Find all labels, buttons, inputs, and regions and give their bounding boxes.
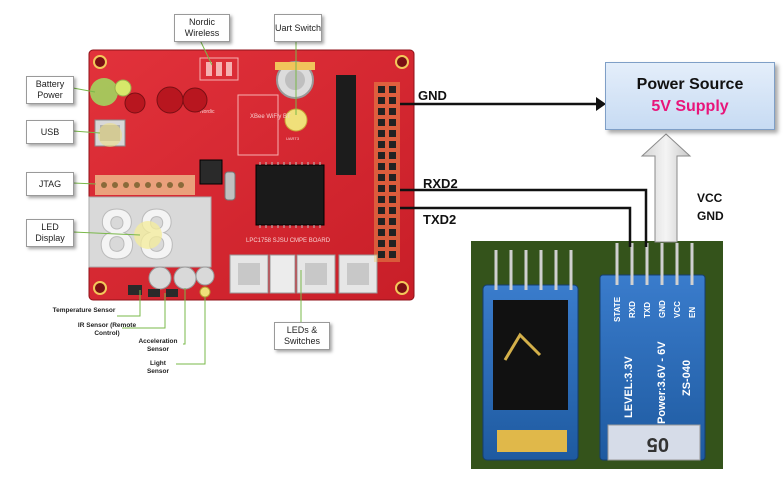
bt-power-text: Power:3.6V - 6V — [656, 341, 668, 424]
lpc1758-chip — [255, 162, 325, 228]
bt-pin-vcc: VCC — [673, 301, 682, 318]
power-source-subtitle: 5V Supply — [651, 98, 729, 115]
jtag-header — [95, 175, 195, 195]
label-acceleration-sensor: Acceleration Sensor — [138, 338, 178, 353]
power-source-title: Power Source — [636, 76, 744, 93]
bt-pin-rxd: RXD — [628, 301, 637, 318]
nordic-silk: Nordic — [200, 109, 215, 115]
callout-leds-switches: LEDs & Switches — [274, 322, 330, 350]
wire-label-gnd-2: GND — [697, 209, 724, 223]
label-ir-sensor: IR Sensor (Remote Control) — [77, 322, 137, 337]
bt-pin-gnd: GND — [658, 300, 667, 318]
gnd-arrowhead — [596, 97, 606, 111]
xbee-silk: XBee WiFly BT — [250, 114, 291, 120]
bt-level-text: LEVEL:3.3V — [623, 356, 635, 418]
board-name-silk: LPC1758 SJSU CMPE BOARD — [246, 238, 331, 244]
bt-model-text: ZS-040 — [681, 360, 693, 396]
signal-wires — [400, 102, 648, 247]
sjsu-board: Nordic UART3 XBee WiFly BT — [88, 49, 415, 301]
callout-led-display: LED Display — [26, 219, 74, 247]
gpio-header — [336, 75, 400, 262]
callout-jtag: JTAG — [26, 172, 74, 196]
callout-uart-switch: Uart Switch — [274, 14, 322, 42]
bt-sticker-text: 05 — [647, 433, 669, 455]
wire-label-txd2: TXD2 — [423, 212, 457, 227]
power-up-arrow — [640, 133, 692, 243]
hc05-module: STATE RXD TXD GND VCC EN LEVEL:3.3V Powe… — [471, 241, 723, 469]
nordic-chip-area: Nordic — [199, 57, 239, 115]
wire-label-rxd2: RXD2 — [423, 176, 458, 191]
wire-label-vcc: VCC — [697, 191, 723, 205]
label-light-sensor: Light Sensor — [146, 360, 170, 375]
sensor-components — [128, 266, 215, 298]
power-source-box: Power Source 5V Supply — [605, 62, 775, 130]
push-buttons — [229, 254, 378, 294]
callout-usb: USB — [26, 120, 74, 144]
wire-label-gnd: GND — [418, 88, 447, 103]
bt-pin-en: EN — [688, 307, 697, 318]
callout-battery-power: Battery Power — [26, 76, 74, 104]
uart-silk: UART3 — [286, 136, 300, 141]
seven-segment-display: 88 — [88, 196, 212, 275]
display-digits: 88 — [97, 197, 176, 274]
callout-leaders — [72, 39, 302, 365]
bt-pin-state: STATE — [613, 296, 622, 322]
bt-pin-txd: TXD — [643, 302, 652, 318]
label-temperature-sensor: Temperature Sensor — [52, 307, 116, 314]
callout-nordic-wireless: Nordic Wireless — [174, 14, 230, 42]
